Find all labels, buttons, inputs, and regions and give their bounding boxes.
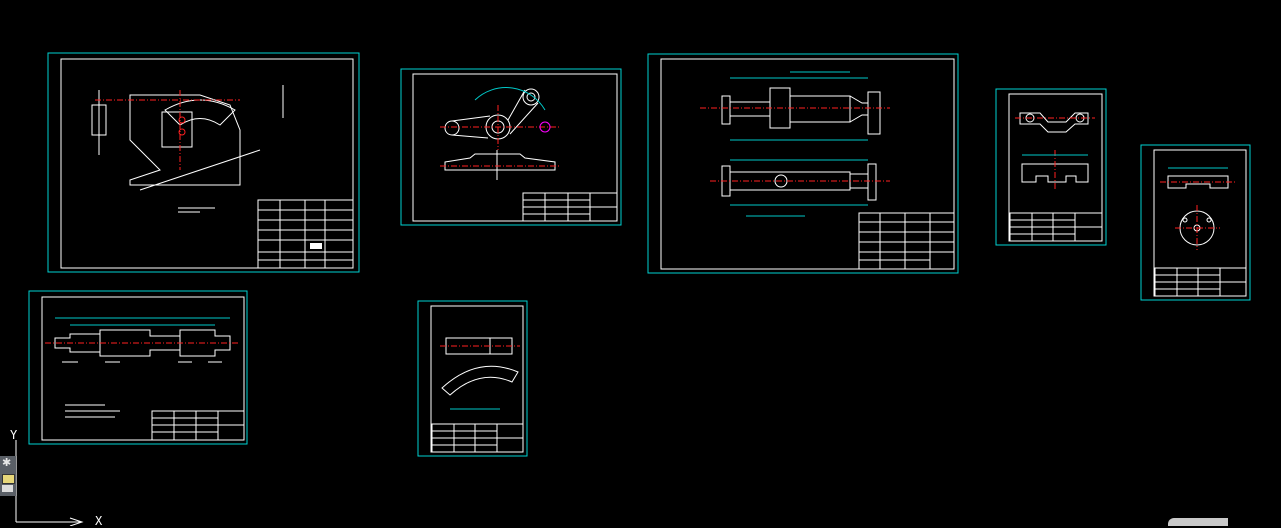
drawing-sheet-curved-block[interactable] [417,300,528,457]
ucs-x-axis-label: X [95,514,103,528]
drawing-sheet-bracket[interactable] [995,88,1107,246]
drawing-sheet-flange-disc[interactable] [1140,144,1251,301]
title-block [431,423,524,453]
drawing-sheet-shaft-flange[interactable] [647,53,959,274]
title-block [858,212,955,270]
title-block [151,410,245,441]
drawing-sheet-lever-assembly[interactable] [47,52,360,273]
layer-swatch-icon[interactable] [2,474,15,484]
gear-icon[interactable]: ✱ [2,456,12,469]
title-block [522,192,618,222]
title-block [1009,212,1103,242]
title-block [257,199,354,269]
drawing-sheet-stepped-shaft[interactable] [28,290,248,445]
ucs-icon [15,440,84,526]
drawing-sheet-rocker-arm[interactable] [400,68,622,226]
tool-palette[interactable]: ✱ [0,456,17,496]
status-bar-widget[interactable] [1168,518,1228,526]
properties-strip-icon[interactable] [2,485,13,492]
ucs-y-axis-label: Y [10,428,18,442]
title-block [1154,267,1247,297]
